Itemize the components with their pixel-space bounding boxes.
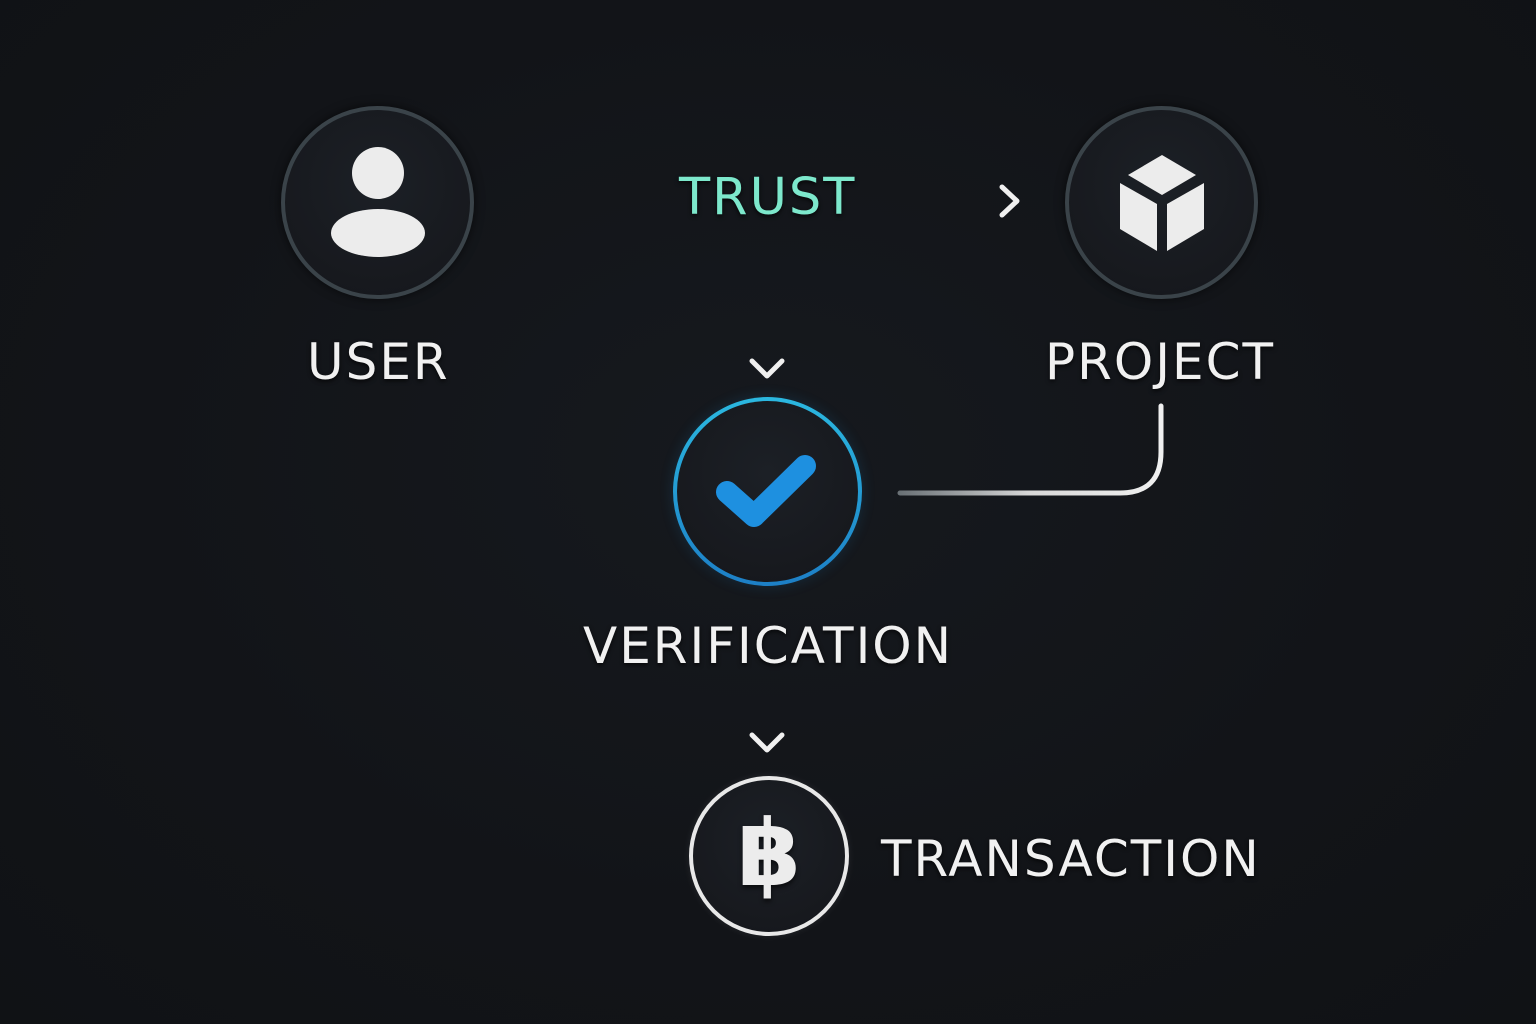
verification-label: VERIFICATION xyxy=(583,617,954,675)
edge-trust-verification-arrow xyxy=(749,280,785,379)
user-label: USER xyxy=(307,333,450,391)
project-node[interactable] xyxy=(1065,106,1258,299)
verification-node[interactable] xyxy=(673,397,862,586)
transaction-label: TRANSACTION xyxy=(881,830,1261,888)
cube-icon xyxy=(1119,154,1204,251)
edge-verification-transaction-arrow xyxy=(749,680,785,753)
edge-trust-project-arrow xyxy=(883,184,1020,218)
trust-label: TRUST xyxy=(679,168,857,227)
checkmark-icon xyxy=(715,454,816,527)
bitcoin-icon: ฿ xyxy=(736,800,801,907)
project-label: PROJECT xyxy=(1045,333,1276,391)
edge-project-verification-elbow xyxy=(897,403,1164,496)
transaction-node[interactable]: ฿ xyxy=(689,776,849,936)
user-node[interactable] xyxy=(281,106,474,299)
user-icon xyxy=(330,146,425,257)
